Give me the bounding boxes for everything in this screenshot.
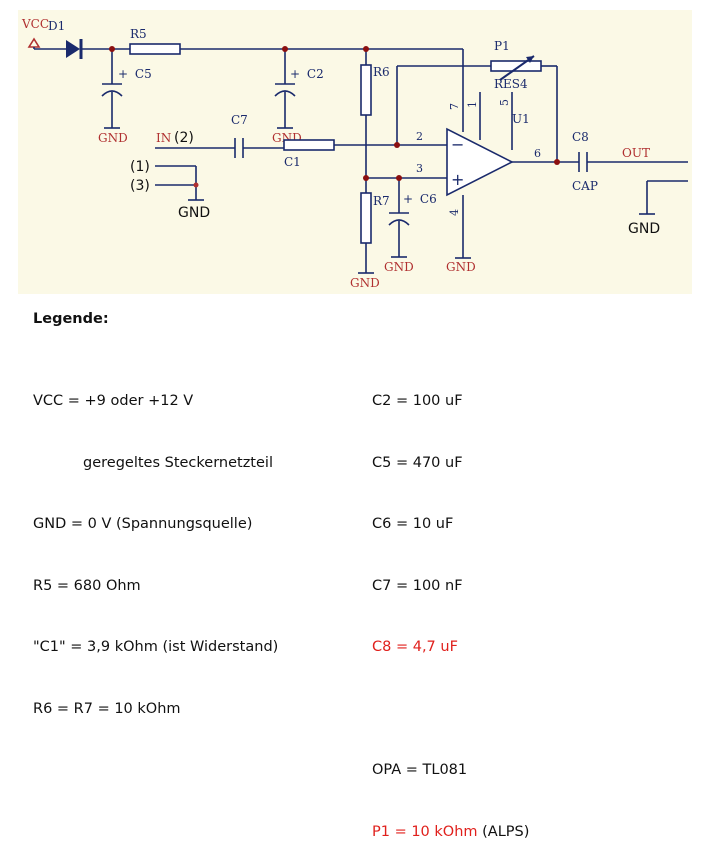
junction-dots: [109, 46, 560, 181]
pin5-label: 5: [498, 99, 511, 106]
legend-c2: C2 = 100 uF: [372, 393, 463, 409]
gnd-label-r7: GND: [350, 276, 380, 290]
legend-vcc: VCC = +9 oder +12 V: [33, 393, 194, 409]
gnd-label-c5: GND: [98, 131, 128, 145]
resistor-r6: R6: [360, 49, 390, 195]
pin4-label: 4: [448, 209, 461, 216]
r7-label: R7: [373, 194, 390, 208]
cap-label: CAP: [572, 179, 598, 193]
c1-label: C1: [284, 155, 301, 169]
vcc-symbol: VCC: [21, 17, 49, 49]
gnd-label-u1: GND: [446, 260, 476, 274]
legend-heading: Legende:: [33, 311, 109, 327]
capacitor-c5: + C5 GND: [98, 49, 152, 145]
d1-label: D1: [48, 19, 65, 33]
ann-pin3: (3): [130, 178, 150, 194]
legend-r5: R5 = 680 Ohm: [33, 577, 141, 594]
c2-label: + C2: [290, 67, 324, 81]
ann-gnd-out: GND: [628, 221, 660, 237]
legend-c5: C5 = 470 uF: [372, 454, 463, 471]
legend-c8: C8 = 4,7 uF: [372, 639, 458, 655]
c8-label: C8: [572, 130, 589, 144]
c6-label: + C6: [403, 192, 437, 206]
vcc-label: VCC: [21, 17, 49, 31]
legend-gnd: GND = 0 V (Spannungsquelle): [33, 516, 253, 532]
pin3-label: 3: [416, 162, 423, 175]
pin7-label: 7: [448, 103, 461, 110]
pin6-label: 6: [534, 147, 541, 160]
pin2-label: 2: [416, 130, 423, 143]
ann-gnd-in: GND: [178, 205, 210, 221]
u1-label: U1: [512, 112, 530, 126]
legend-right-column: C2 = 100 uF C5 = 470 uF C6 = 10 uF C7 = …: [372, 350, 529, 863]
ann-pin1: (1): [130, 159, 150, 175]
legend-vcc-detail: geregeltes Steckernetzteil: [83, 454, 273, 471]
diode-d1: D1: [48, 19, 83, 59]
legend-c1: "C1" = 3,9 kOhm (ist Widerstand): [33, 639, 279, 655]
circuit-schematic: VCC D1 R5 + C5 GND + C2 GND: [18, 10, 692, 294]
inverting-sign: −: [451, 135, 464, 154]
capacitor-c6: + C6 GND: [384, 178, 437, 274]
legend-c6: C6 = 10 uF: [372, 516, 454, 532]
out-label: OUT: [622, 146, 650, 160]
legend-opa: OPA = TL081: [372, 762, 468, 778]
gnd-label-c6: GND: [384, 260, 414, 274]
legend-left-column: VCC = +9 oder +12 V geregeltes Steckerne…: [33, 350, 278, 740]
opamp-u1: − +: [446, 127, 514, 197]
potentiometer-p1: P1 RES4: [490, 39, 542, 91]
legend-c7: C7 = 100 nF: [372, 577, 463, 594]
in-label: IN: [156, 131, 171, 145]
noninverting-sign: +: [451, 170, 464, 189]
r6-label: R6: [373, 65, 390, 79]
c5-label: + C5: [118, 67, 152, 81]
legend-p1-note: (ALPS): [477, 823, 530, 840]
ann-in: (2): [174, 130, 194, 146]
res4-label: RES4: [494, 77, 528, 91]
p1-label: P1: [494, 39, 510, 53]
legend-p1: P1 = 10 kOhm (ALPS): [372, 822, 529, 843]
legend-p1-value: P1 = 10 kOhm: [372, 823, 478, 840]
capacitor-c8: C8 CAP: [572, 130, 598, 193]
pin1-label: 1: [466, 101, 479, 108]
legend-r6-r7: R6 = R7 = 10 kOhm: [33, 700, 181, 717]
r5-label: R5: [130, 27, 147, 41]
schematic-background: [18, 10, 692, 294]
c7-label: C7: [231, 113, 248, 127]
legend-spacer: [372, 699, 529, 720]
resistor-r7: R7 GND: [350, 192, 390, 290]
